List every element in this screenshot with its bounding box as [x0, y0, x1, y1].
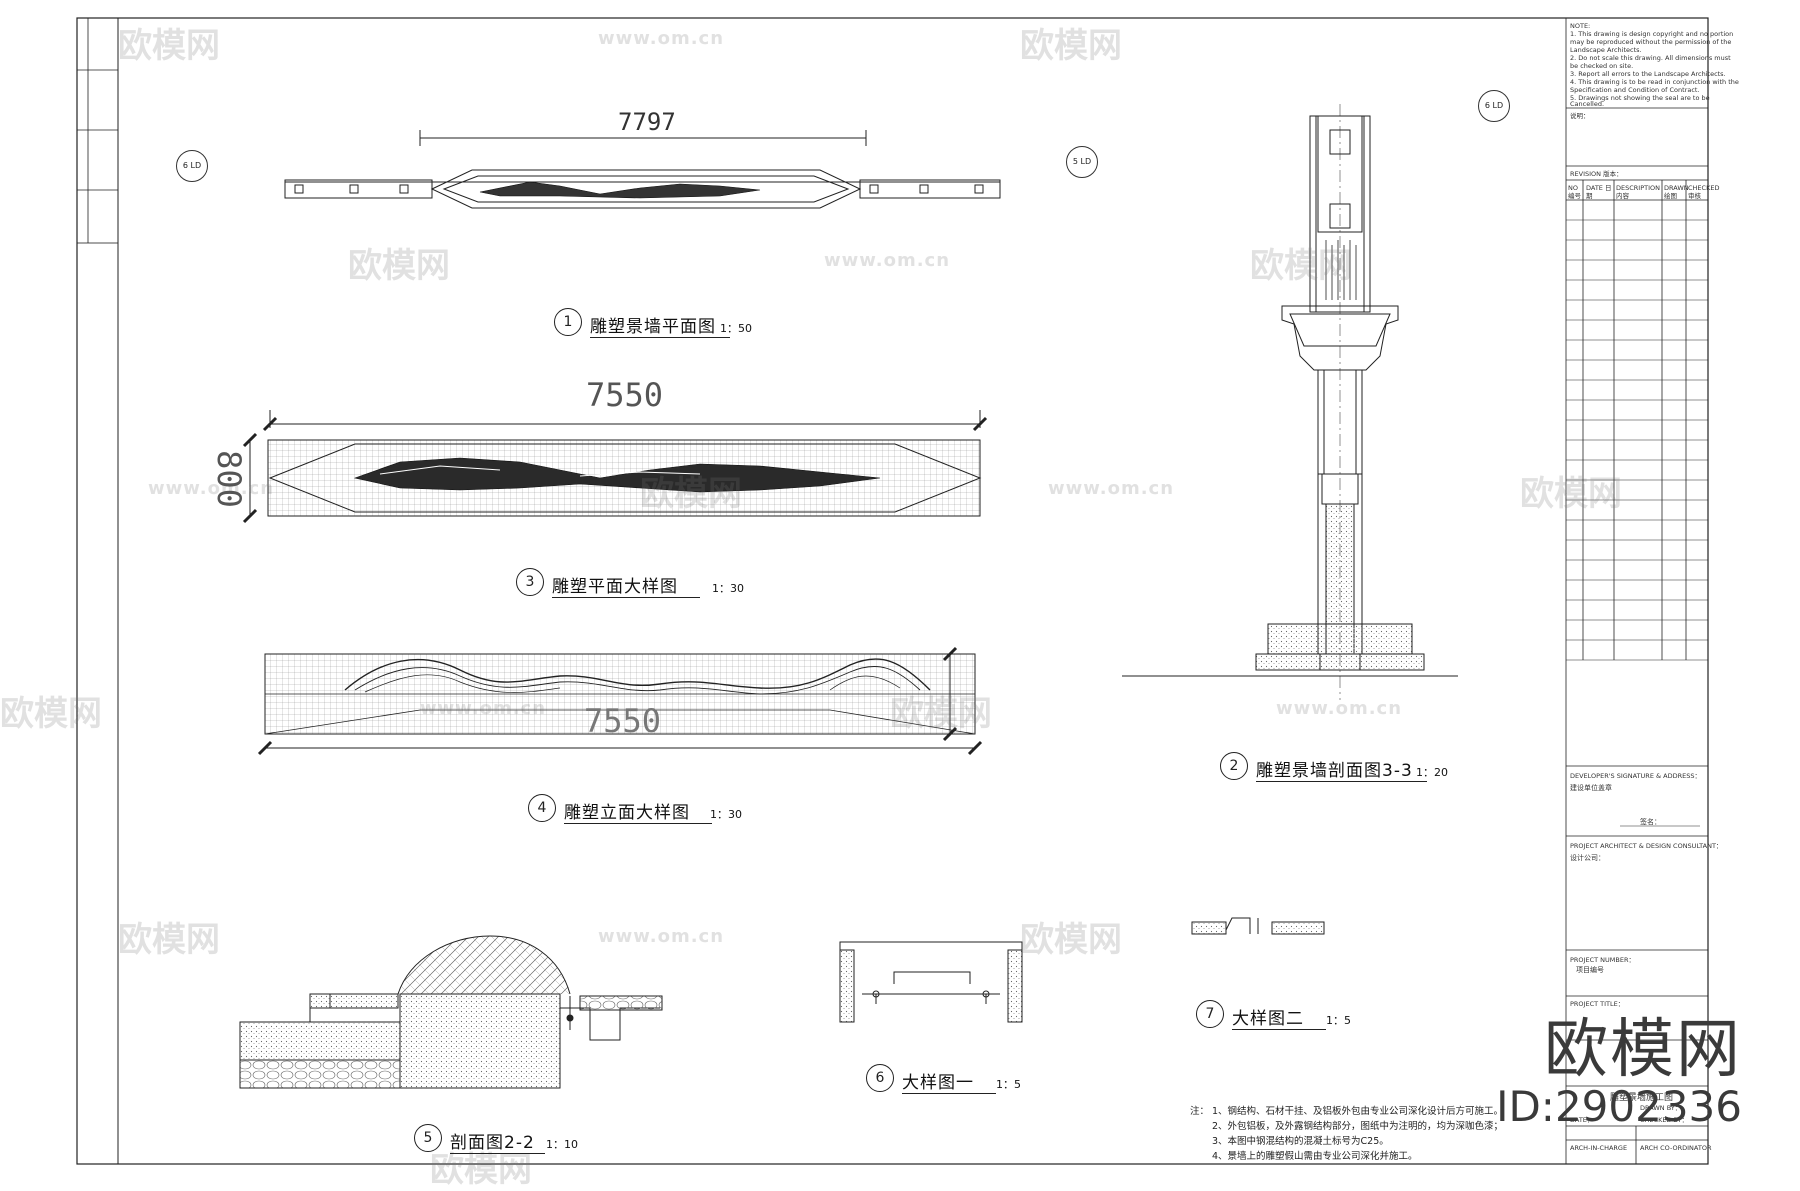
section33-ref: 6 LD — [1478, 90, 1510, 122]
notes-prefix: 注： — [1190, 1106, 1210, 1117]
tb-checked-label: CHECKED BY： — [1640, 1116, 1689, 1124]
tb-note-en-6: 3. Report all errors to the Landscape Ar… — [1570, 70, 1726, 78]
section-33-drawing — [1122, 104, 1458, 700]
detail-2-drawing — [1191, 917, 1325, 935]
section33-number: 2 — [1220, 752, 1248, 780]
brand-name: 欧模网 — [1544, 1013, 1742, 1087]
tb-rev-col-drawn: DRAWN 绘图 — [1664, 184, 1689, 200]
tb-rev-col-checked: CHECKED 审核 — [1688, 184, 1720, 200]
plan-scale: 1：50 — [720, 322, 752, 335]
elevation-width: 7550 — [584, 702, 662, 740]
tb-note-en-1: 1. This drawing is design copyright and … — [1570, 30, 1734, 38]
tb-architect-value: 设计公司： — [1570, 854, 1605, 862]
section33-title: 雕塑景墙剖面图3-3 — [1256, 756, 1427, 782]
notes-line-1: 1、钢结构、石材干挂、及铝板外包由专业公司深化设计后方可施工。 — [1212, 1106, 1504, 1117]
detail1-scale: 1：5 — [996, 1078, 1021, 1091]
tb-drawn-label: DRAWN BY： — [1640, 1104, 1682, 1112]
notes-line-2: 2、外包铝板，及外露钢结构部分，图纸中为注明的，均为深咖色漆； — [1212, 1121, 1504, 1132]
section22-title: 剖面图2-2 — [450, 1128, 545, 1154]
tb-note-en-5: be checked on site. — [1570, 62, 1634, 70]
elevation-number: 4 — [528, 794, 556, 822]
detail-plan-height: 800 — [209, 450, 248, 508]
detail-plan-scale: 1：30 — [712, 582, 744, 595]
elevation-scale: 1：30 — [710, 808, 742, 821]
plan-number: 1 — [554, 308, 582, 336]
tb-developer-label: DEVELOPER'S SIGNATURE & ADDRESS： — [1570, 772, 1701, 780]
tb-note-cn-label: 说明： — [1570, 112, 1590, 120]
outer-frame — [76, 17, 1709, 1165]
tb-revision-label: REVISION 版本： — [1570, 170, 1623, 178]
tb-note-en-7: 4. This drawing is to be read in conjunc… — [1570, 78, 1739, 86]
notes-line-3: 3、本图中钢混结构的混凝土标号为C25。 — [1212, 1136, 1389, 1147]
detail1-title: 大样图一 — [902, 1068, 996, 1094]
detail2-scale: 1：5 — [1326, 1014, 1351, 1027]
section-22-drawing — [239, 935, 663, 1089]
detail1-number: 6 — [866, 1064, 894, 1092]
detail-1-drawing — [839, 941, 1023, 1023]
detail-plan-width: 7550 — [586, 376, 664, 414]
plan-drawing — [284, 130, 1001, 209]
tb-project-title-label: PROJECT TITLE： — [1570, 1000, 1625, 1008]
plan-dimension: 7797 — [618, 108, 676, 136]
detail2-number: 7 — [1196, 1000, 1224, 1028]
tb-note-en-3: Landscape Architects. — [1570, 46, 1642, 54]
tb-drawing-title: 雕塑景墙施工图 — [1610, 1093, 1674, 1103]
tb-project-number-value: 项目编号 — [1576, 966, 1604, 974]
detail-plan-number: 3 — [516, 568, 544, 596]
plan-ref-left: 6 LD — [176, 150, 208, 182]
tb-sign-label: 签名： — [1640, 818, 1661, 826]
tb-arch-coordinator: ARCH CO-ORDINATOR — [1640, 1144, 1712, 1152]
tb-date-label: DATE： — [1570, 1116, 1594, 1124]
binding-strip — [76, 17, 119, 244]
tb-rev-col-desc: DESCRIPTION 内容 — [1616, 184, 1660, 200]
tb-arch-in-charge: ARCH-IN-CHARGE — [1570, 1144, 1628, 1152]
detail2-title: 大样图二 — [1232, 1004, 1326, 1030]
notes-line-4: 4、景墙上的雕塑假山需由专业公司深化并施工。 — [1212, 1151, 1418, 1162]
tb-note-en-2: may be reproduced without the permission… — [1570, 38, 1732, 46]
tb-note-en-10: Cancelled. — [1570, 100, 1605, 108]
revision-rows — [1566, 219, 1708, 661]
brand-id: ID:2902336 — [1496, 1082, 1742, 1131]
plan-title: 雕塑景墙平面图 — [590, 312, 730, 338]
tb-project-number-label: PROJECT NUMBER： — [1570, 956, 1635, 964]
tb-architect-label: PROJECT ARCHITECT & DESIGN CONSULTANT： — [1570, 842, 1723, 850]
tb-note-en-8: Specification and Condition of Contract. — [1570, 86, 1700, 94]
plan-ref-right: 5 LD — [1066, 146, 1098, 178]
tb-note-en-9: 5. Drawings not showing the seal are to … — [1570, 94, 1710, 102]
section33-scale: 1：20 — [1416, 766, 1448, 779]
tb-note-en-0: NOTE: — [1570, 22, 1591, 30]
tb-developer-value: 建设单位盖章 — [1570, 784, 1612, 792]
section22-number: 5 — [414, 1124, 442, 1152]
tb-rev-col-no: NO 编号 — [1568, 184, 1581, 200]
tb-note-en-4: 2. Do not scale this drawing. All dimens… — [1570, 54, 1731, 62]
elevation-title: 雕塑立面大样图 — [564, 798, 712, 824]
tb-rev-col-date: DATE 日期 — [1586, 184, 1612, 200]
elevation-drawing — [257, 646, 983, 756]
detail-plan-title: 雕塑平面大样图 — [552, 572, 700, 598]
inner-frame — [117, 17, 1709, 1165]
detail-plan-drawing — [242, 410, 988, 524]
section22-scale: 1：10 — [546, 1138, 578, 1151]
